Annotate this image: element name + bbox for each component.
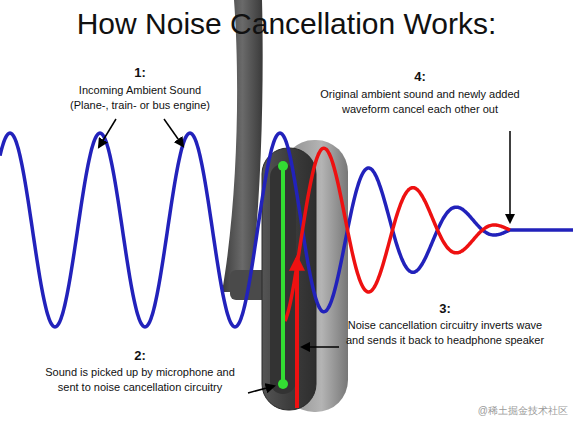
microphone-dot — [278, 161, 288, 171]
speaker-line — [295, 258, 299, 408]
headband — [222, 0, 263, 292]
callout-number: 3: — [425, 300, 465, 318]
circuit-lines — [278, 161, 297, 408]
callout-text: Noise cancellation circuitry inverts wav… — [341, 318, 549, 348]
pointer-arrow — [302, 346, 339, 348]
callout-text: Original ambient sound and newly added w… — [313, 87, 528, 117]
watermark: @稀土掘金技术社区 — [428, 404, 568, 418]
ambient-wave — [0, 133, 573, 327]
microphone-line — [281, 168, 285, 382]
callout-text: Incoming Ambient Sound (Plane-, train- o… — [65, 83, 215, 113]
title: How Noise Cancellation Works: — [6, 6, 567, 42]
pointer-arrow — [164, 119, 183, 146]
ear-cushion — [262, 148, 316, 410]
pointer-arrows — [99, 119, 510, 393]
cushion-inner — [270, 164, 296, 394]
headphone — [222, 0, 348, 412]
callout-number: 4: — [400, 68, 440, 86]
pointer-arrow — [509, 131, 511, 222]
waves — [0, 133, 573, 327]
callout-text: Sound is picked up by microphone and sen… — [38, 365, 243, 395]
inverted-wave — [285, 148, 510, 321]
callout-number: 1: — [120, 64, 160, 82]
pointer-arrow — [248, 386, 274, 393]
pointer-arrow — [99, 119, 116, 147]
microphone-dot — [278, 379, 288, 389]
callout-number: 2: — [120, 347, 160, 365]
